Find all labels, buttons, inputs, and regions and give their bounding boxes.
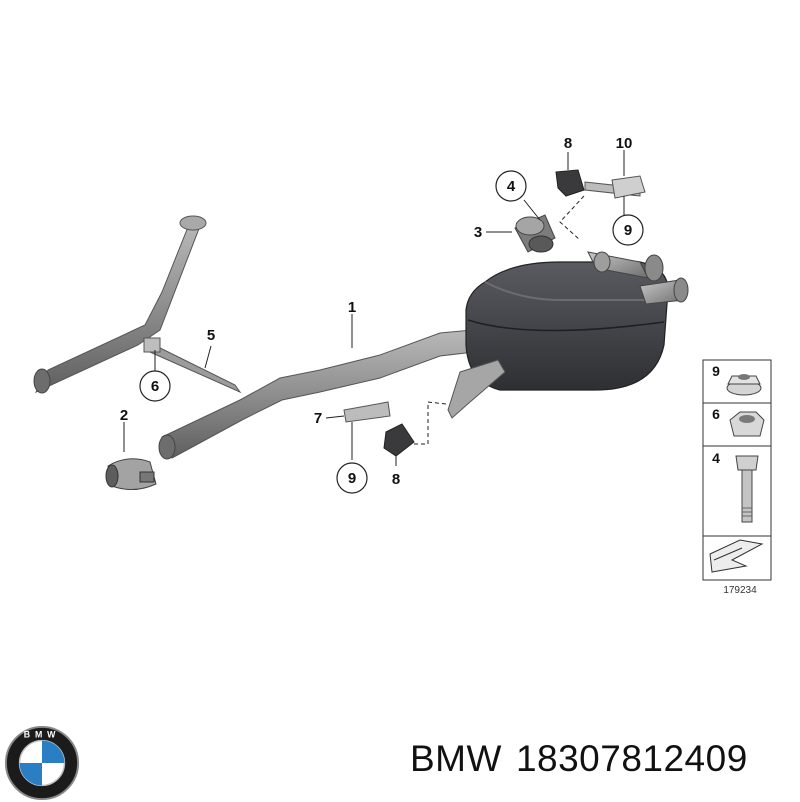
muffler-bracket	[447, 359, 506, 419]
bolt-icon	[735, 455, 759, 523]
rear-muffler	[465, 261, 669, 391]
pipe-clamp	[105, 458, 157, 490]
legend-item-4: 4	[712, 450, 720, 466]
pipe-bracket	[143, 337, 242, 394]
callout-6: 6	[151, 378, 159, 395]
front-pipe	[33, 215, 207, 394]
hex-nut-icon	[729, 411, 765, 437]
brand-name: BMW	[410, 738, 502, 779]
callouts: 1 2 3 4 5 6 7 8 8 9 9 10	[120, 135, 644, 494]
callout-8-upper: 8	[564, 135, 572, 152]
rubber-hanger	[514, 214, 556, 253]
legend-item-6: 6	[712, 406, 720, 422]
part-caption: BMW 18307812409	[410, 738, 748, 780]
diagram-reference-number: 179234	[723, 585, 757, 596]
flange-nut-icon	[726, 374, 762, 396]
lower-damper	[343, 401, 415, 457]
callout-5: 5	[207, 327, 215, 344]
callout-9-upper: 9	[624, 222, 632, 239]
leader-lines	[123, 150, 625, 466]
callout-1: 1	[348, 299, 356, 316]
callout-7: 7	[314, 410, 322, 427]
part-number: 18307812409	[515, 738, 748, 779]
callout-10: 10	[616, 135, 633, 152]
logo-lettering: BMW	[24, 730, 61, 740]
callout-3: 3	[474, 224, 482, 241]
bmw-roundel-logo: BMW	[4, 725, 80, 801]
callout-9-lower: 9	[348, 470, 356, 487]
upper-damper	[555, 169, 646, 199]
callout-2: 2	[120, 407, 128, 424]
callout-8-lower: 8	[392, 471, 400, 488]
callout-4: 4	[507, 178, 516, 195]
direction-arrow-icon	[709, 539, 764, 573]
fastener-legend: 9 6 4 179234	[702, 359, 772, 596]
main-pipe	[158, 329, 475, 460]
legend-item-9: 9	[712, 363, 720, 379]
tail-pipes	[587, 251, 689, 305]
